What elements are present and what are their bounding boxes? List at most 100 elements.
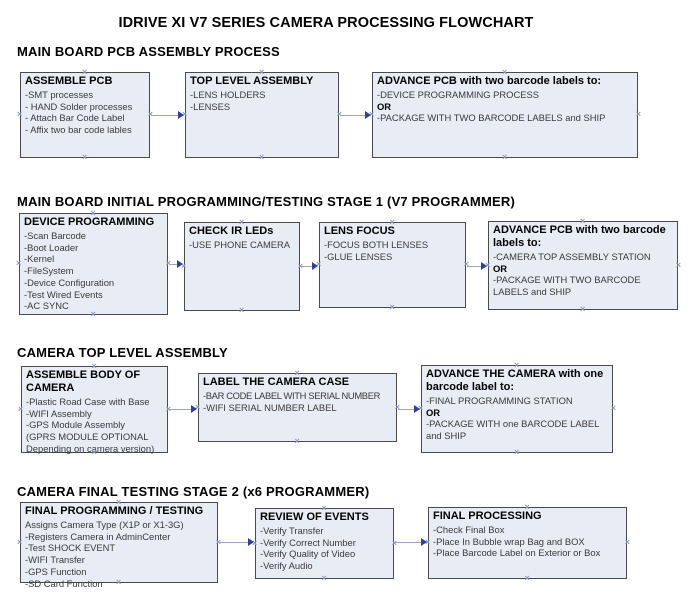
box-line: -Verify Quality of Video bbox=[260, 548, 356, 560]
box-title: ASSEMBLE PCB bbox=[25, 75, 113, 87]
box-line: -Plastic Road Case with Base bbox=[26, 395, 150, 407]
box-title: DEVICE PROGRAMMING bbox=[24, 216, 155, 228]
box-title: TOP LEVEL ASSEMBLY bbox=[190, 75, 314, 87]
box-line: -PACKAGE WITH TWO BARCODE LABELS and SHI… bbox=[493, 274, 641, 298]
box-line: -Check Final Box bbox=[433, 523, 505, 535]
flow-arrow bbox=[169, 404, 197, 415]
box-title: LENS FOCUS bbox=[324, 225, 395, 237]
arrow-line bbox=[301, 266, 314, 267]
box-line: -GPS Function bbox=[25, 565, 87, 577]
connection-point-icon: × bbox=[321, 573, 327, 583]
connection-point-icon: × bbox=[485, 259, 491, 270]
flow-box-label-camera-case: LABEL THE CAMERA CASE -BAR CODE LABEL WI… bbox=[195, 369, 400, 446]
box-line: -SMT processes bbox=[25, 88, 94, 100]
connection-point-icon: × bbox=[389, 302, 395, 312]
arrow-line bbox=[395, 542, 423, 543]
connection-point-icon: × bbox=[216, 537, 221, 547]
connection-point-icon: × bbox=[418, 403, 424, 413]
arrow-line bbox=[169, 264, 179, 265]
box-title: ADVANCE PCB with two barcode labels to: bbox=[493, 224, 666, 249]
arrow-head-icon bbox=[312, 262, 318, 270]
arrow-line bbox=[467, 266, 483, 267]
connection-point-icon: × bbox=[239, 217, 245, 227]
arrow-line bbox=[151, 115, 180, 116]
box-title: CHECK IR LEDs bbox=[189, 225, 274, 237]
connection-point-icon: × bbox=[17, 536, 23, 547]
connection-point-icon: × bbox=[147, 109, 153, 119]
box-line: - Attach Bar Code Label bbox=[25, 112, 125, 124]
box-line: (GPRS MODULE OPTIONAL Depending on camer… bbox=[26, 431, 155, 454]
box-title: LABEL THE CAMERA CASE bbox=[203, 376, 350, 388]
page-title: IDRIVE XI V7 SERIES CAMERA PROCESSING FL… bbox=[118, 15, 534, 31]
box-line-or: OR bbox=[377, 100, 392, 112]
arrow-head-icon bbox=[421, 538, 427, 546]
connection-point-icon: × bbox=[392, 538, 397, 548]
connection-point-icon: × bbox=[165, 258, 171, 268]
box-line: -PACKAGE WITH TWO BARCODE LABELS and SHI… bbox=[377, 112, 606, 124]
box-title: ADVANCE PCB with two barcode labels to: bbox=[377, 75, 602, 87]
box-line: -WIFI Assembly bbox=[26, 407, 92, 419]
flow-box-final-processing: FINAL PROCESSING -Check Final Box -Place… bbox=[425, 503, 630, 583]
box-line: -CAMERA TOP ASSEMBLY STATION bbox=[493, 250, 651, 262]
connection-point-icon: × bbox=[90, 309, 96, 319]
connection-point-icon: × bbox=[580, 304, 586, 314]
box-title: ADVANCE THE CAMERA with one barcode labe… bbox=[426, 368, 604, 393]
section-heading-pcb-assembly: MAIN BOARD PCB ASSEMBLY PROCESS bbox=[17, 44, 280, 59]
connection-point-icon: × bbox=[580, 216, 586, 226]
box-line: -Boot Loader bbox=[24, 241, 79, 253]
box-title: FINAL PROGRAMMING / TESTING bbox=[25, 505, 204, 517]
connection-point-icon: × bbox=[369, 109, 375, 119]
connection-point-icon: × bbox=[16, 258, 22, 268]
connection-point-icon: × bbox=[259, 152, 265, 162]
arrow-line bbox=[398, 409, 416, 410]
box-line: -WIFI Transfer bbox=[25, 554, 85, 566]
box-line: -BAR CODE LABEL WITH SERIAL NUMBER bbox=[203, 389, 381, 401]
box-line: -Device Configuration bbox=[24, 276, 115, 288]
flow-arrow bbox=[395, 537, 427, 548]
box-line: -AC SYNC bbox=[24, 300, 69, 312]
connection-point-icon: × bbox=[394, 401, 400, 412]
connection-point-icon: × bbox=[294, 436, 300, 446]
connection-point-icon: × bbox=[463, 259, 469, 269]
box-line: -Test Wired Events bbox=[24, 288, 103, 300]
arrow-head-icon bbox=[248, 538, 254, 546]
arrow-head-icon bbox=[178, 111, 184, 119]
flow-arrow bbox=[398, 404, 420, 415]
flow-box-check-ir-leds: CHECK IR LEDs -USE PHONE CAMERA ×××× bbox=[181, 218, 303, 315]
box-line: -Test SHOCK EVENT bbox=[25, 542, 116, 554]
flow-arrow bbox=[151, 110, 184, 121]
flow-box-device-programming: DEVICE PROGRAMMING -Scan Barcode -Boot L… bbox=[16, 209, 171, 319]
connection-point-icon: × bbox=[524, 502, 530, 512]
box-title: REVIEW OF EVENTS bbox=[260, 511, 369, 523]
connection-point-icon: × bbox=[294, 368, 300, 378]
box-line: Assigns Camera Type (X1P or X1-3G) bbox=[25, 518, 184, 530]
box-line: -USE PHONE CAMERA bbox=[189, 238, 291, 250]
section-heading-final-testing: CAMERA FINAL TESTING STAGE 2 (x6 PROGRAM… bbox=[17, 484, 370, 499]
box-line: -LENS HOLDERS bbox=[190, 88, 266, 100]
flow-arrow bbox=[340, 110, 371, 121]
connection-point-icon: × bbox=[675, 259, 681, 270]
arrow-line bbox=[169, 409, 193, 410]
connection-point-icon: × bbox=[259, 67, 265, 77]
connection-point-icon: × bbox=[425, 537, 431, 547]
connection-point-icon: × bbox=[610, 403, 616, 413]
connection-point-icon: × bbox=[624, 537, 630, 547]
connection-point-icon: × bbox=[514, 360, 520, 370]
box-line: -GLUE LENSES bbox=[324, 250, 393, 262]
connection-point-icon: × bbox=[82, 67, 88, 77]
connection-point-icon: × bbox=[82, 152, 88, 162]
box-line: - Affix two bar code lables bbox=[25, 124, 132, 136]
flow-box-advance-pcb-stage2: ADVANCE PCB with two barcode labels to: … bbox=[485, 217, 681, 314]
box-line-or: OR bbox=[493, 262, 508, 274]
box-line: -Verify Audio bbox=[260, 560, 313, 572]
connection-point-icon: × bbox=[336, 109, 342, 119]
flow-box-review-of-events: REVIEW OF EVENTS -Verify Transfer -Verif… bbox=[252, 504, 397, 583]
box-title: ASSEMBLE BODY OF CAMERA bbox=[26, 369, 141, 394]
connection-point-icon: × bbox=[502, 152, 508, 162]
connection-point-icon: × bbox=[91, 447, 97, 457]
connection-point-icon: × bbox=[635, 109, 641, 119]
arrow-head-icon bbox=[177, 260, 183, 268]
box-line: -FINAL PROGRAMMING STATION bbox=[426, 394, 573, 406]
arrow-head-icon bbox=[191, 405, 197, 413]
